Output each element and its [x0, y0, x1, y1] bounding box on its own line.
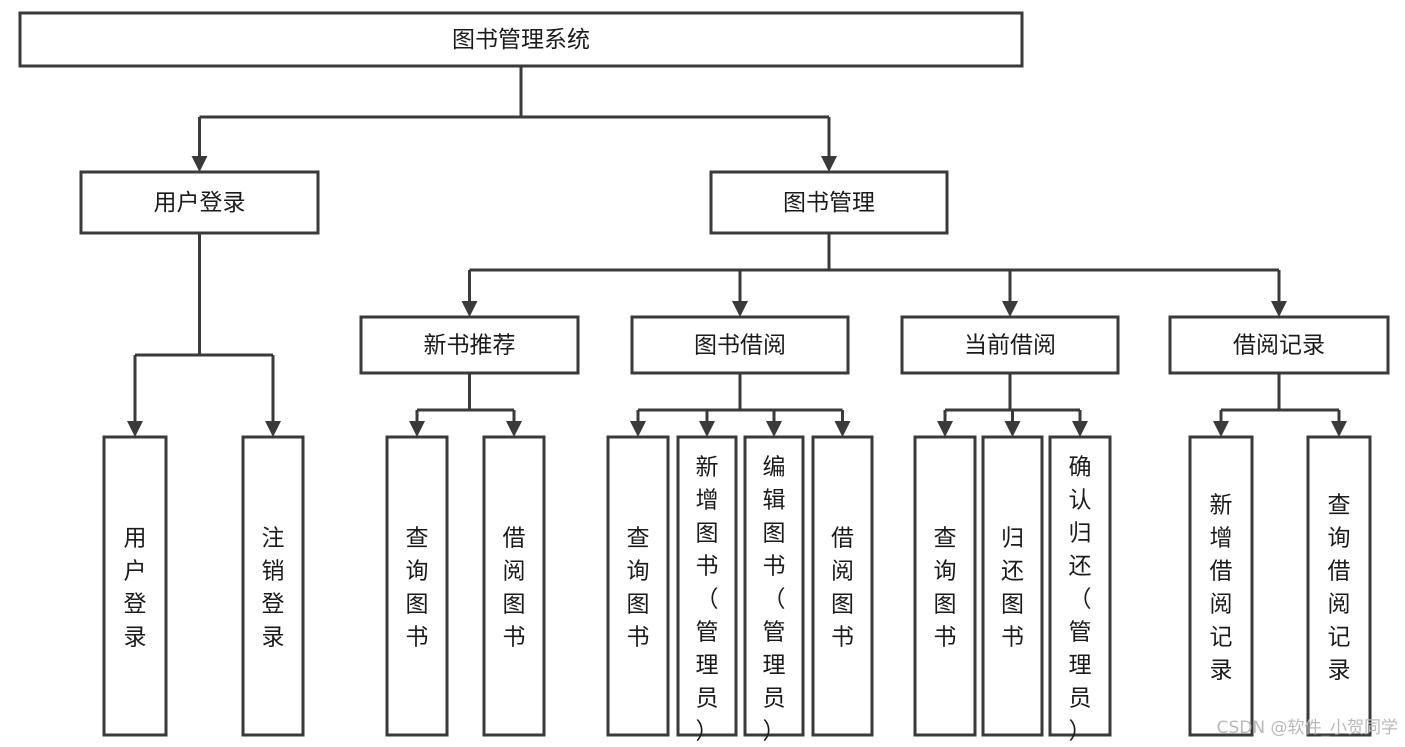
arrow-head-icon: [630, 421, 646, 437]
node-box: [676, 435, 738, 737]
node-box: [709, 170, 949, 235]
node-label: 新增借阅记录: [1210, 493, 1233, 684]
node-box: [359, 315, 580, 375]
leaf-查询图书[interactable]: 查询图书: [606, 435, 670, 737]
node-label: 借阅图书: [831, 526, 854, 651]
leaf-借阅图书[interactable]: 借阅图书: [811, 435, 874, 737]
node-用户登录[interactable]: 用户登录: [79, 170, 320, 235]
node-box: [900, 315, 1120, 375]
node-box: [1188, 435, 1254, 737]
leaf-用户登录[interactable]: 用户登录: [102, 435, 168, 737]
arrow-head-icon: [1331, 421, 1347, 437]
node-box: [811, 435, 874, 737]
node-box: [482, 435, 546, 737]
node-label: 当前借阅: [964, 333, 1056, 359]
arrow-head-icon: [834, 421, 851, 437]
node-label: 新增图书（管理员）: [696, 455, 719, 745]
node-label: 借阅图书: [503, 526, 526, 651]
arrow-head-icon: [699, 421, 715, 437]
arrow-head-icon: [506, 421, 522, 437]
arrow-head-icon: [127, 421, 143, 437]
leaf-新增图书管理员[interactable]: 新增图书（管理员）: [676, 435, 738, 745]
node-box: [1048, 435, 1112, 737]
arrow-head-icon: [461, 301, 478, 317]
leaf-归还图书[interactable]: 归还图书: [981, 435, 1044, 737]
arrow-head-icon: [1004, 421, 1021, 437]
node-label: 查询图书: [406, 526, 429, 651]
node-label: 编辑图书（管理员）: [763, 455, 786, 745]
node-label: 借阅记录: [1233, 333, 1325, 359]
node-图书借阅[interactable]: 图书借阅: [630, 315, 850, 375]
node-图书管理[interactable]: 图书管理: [709, 170, 949, 235]
leaf-编辑图书管理员[interactable]: 编辑图书（管理员）: [743, 435, 805, 745]
leaf-查询图书[interactable]: 查询图书: [913, 435, 977, 737]
node-label: 用户登录: [154, 190, 246, 216]
node-当前借阅[interactable]: 当前借阅: [900, 315, 1120, 375]
node-label: 注销登录: [262, 526, 285, 651]
node-box: [1168, 315, 1390, 375]
arrow-head-icon: [265, 421, 281, 437]
node-box: [1306, 435, 1372, 737]
node-label: 确认归还（管理员）: [1069, 455, 1092, 745]
arrow-head-icon: [409, 421, 425, 437]
leaf-查询图书[interactable]: 查询图书: [385, 435, 449, 737]
node-label: 查询借阅记录: [1328, 493, 1351, 684]
node-label: 查询图书: [934, 526, 957, 651]
node-box: [385, 435, 449, 737]
arrow-head-icon: [1072, 421, 1088, 437]
leaf-借阅图书[interactable]: 借阅图书: [482, 435, 546, 737]
csdn-watermark: CSDN @软件_小贺同学: [1217, 718, 1398, 738]
node-新书推荐[interactable]: 新书推荐: [359, 315, 580, 375]
node-box: [981, 435, 1044, 737]
arrow-head-icon: [191, 156, 208, 172]
leaf-注销登录[interactable]: 注销登录: [241, 435, 305, 737]
node-label: 归还图书: [1001, 526, 1024, 651]
connector-layer: [127, 66, 1347, 437]
arrow-head-icon: [732, 301, 748, 317]
arrow-head-icon: [937, 421, 953, 437]
leaf-确认归还管理员[interactable]: 确认归还（管理员）: [1048, 435, 1112, 745]
arrow-head-icon: [821, 156, 837, 172]
node-借阅记录[interactable]: 借阅记录: [1168, 315, 1390, 375]
node-图书管理系统[interactable]: 图书管理系统: [18, 11, 1024, 68]
node-box: [241, 435, 305, 737]
node-box: [18, 11, 1024, 68]
node-label: 图书借阅: [694, 333, 786, 359]
node-label: 图书管理系统: [452, 27, 590, 53]
node-box: [102, 435, 168, 737]
node-label: 查询图书: [627, 526, 650, 651]
leaf-新增借阅记录[interactable]: 新增借阅记录: [1188, 435, 1254, 737]
arrow-head-icon: [1213, 421, 1229, 437]
node-box: [743, 435, 805, 737]
node-box: [630, 315, 850, 375]
node-label: 图书管理: [783, 190, 875, 216]
node-label: 新书推荐: [424, 333, 516, 359]
arrow-head-icon: [1271, 301, 1287, 317]
arrow-head-icon: [766, 421, 782, 437]
leaf-查询借阅记录[interactable]: 查询借阅记录: [1306, 435, 1372, 737]
node-box: [913, 435, 977, 737]
node-box: [79, 170, 320, 235]
arrow-head-icon: [1002, 301, 1018, 317]
node-label: 用户登录: [124, 526, 147, 651]
node-box: [606, 435, 670, 737]
node-layer: 图书管理系统用户登录图书管理新书推荐图书借阅当前借阅借阅记录用户登录注销登录查询…: [18, 11, 1390, 745]
